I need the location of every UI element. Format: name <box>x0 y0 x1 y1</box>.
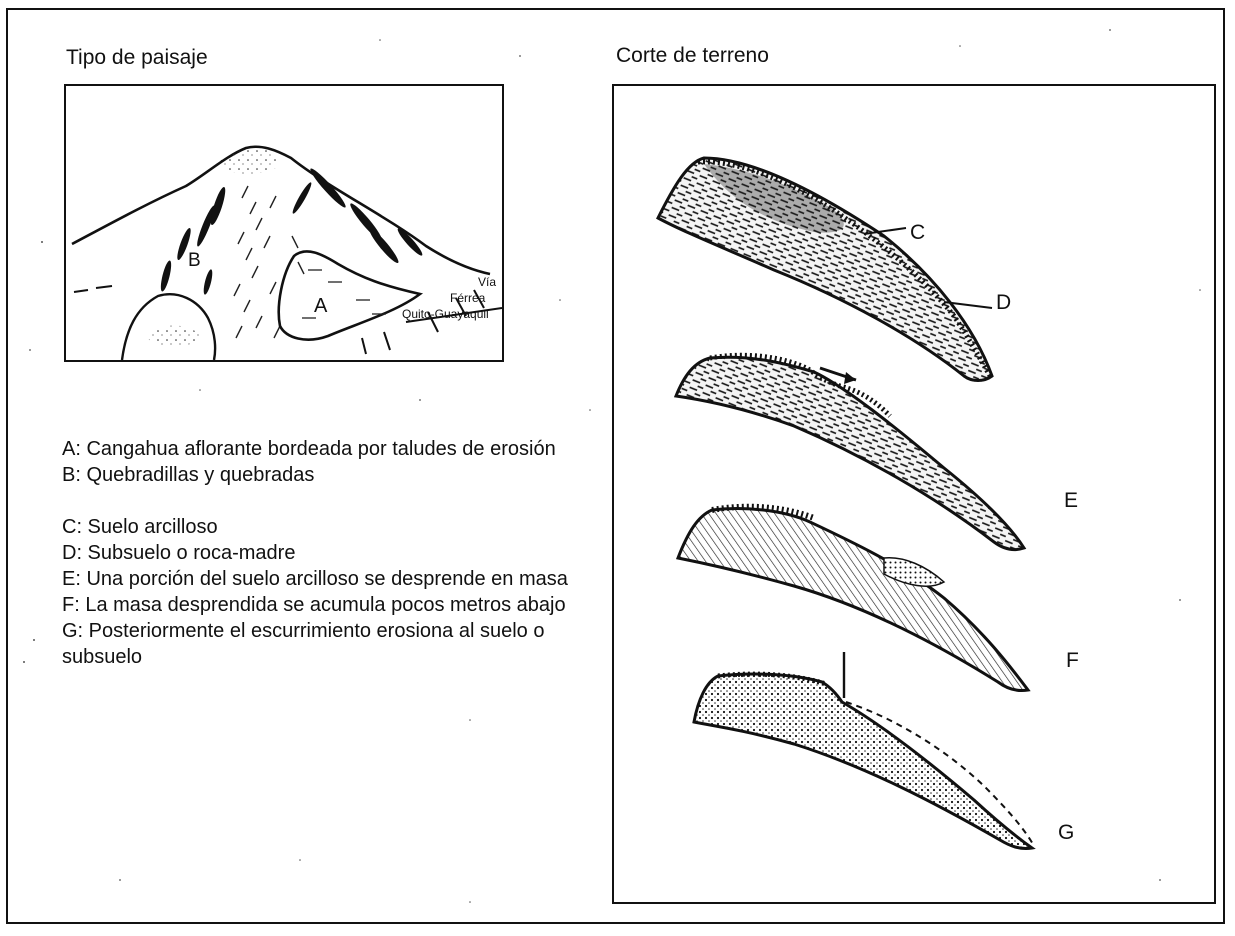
scan-speckle <box>0 0 1235 936</box>
